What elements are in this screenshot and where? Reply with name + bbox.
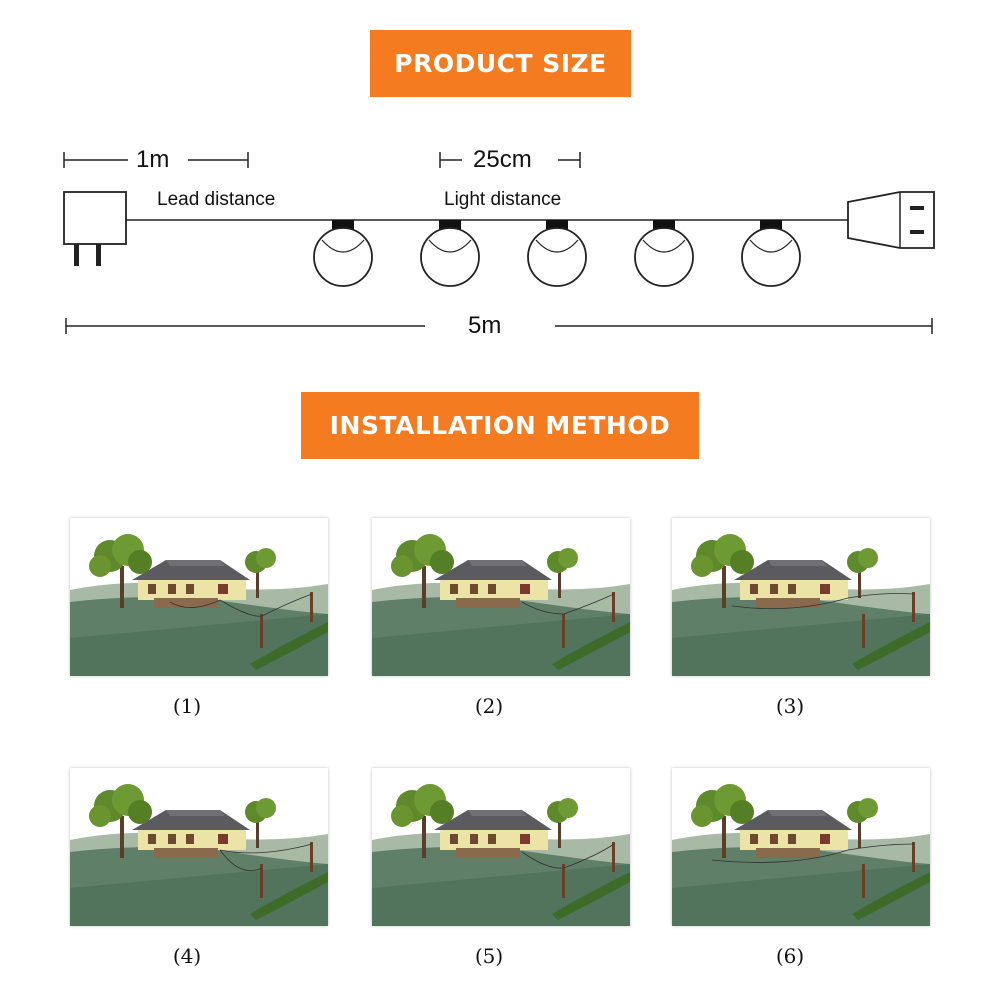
installation-image-4 bbox=[70, 768, 328, 926]
spacing-length-label: 25cm bbox=[473, 146, 532, 173]
bulb-icon bbox=[527, 220, 587, 287]
plug-adapter-icon bbox=[63, 191, 127, 266]
bulb-icon bbox=[741, 220, 801, 287]
end-connector-icon bbox=[847, 191, 935, 249]
lead-dimension-line bbox=[63, 152, 249, 168]
installation-method-banner: INSTALLATION METHOD bbox=[301, 392, 699, 459]
lead-distance-label: Lead distance bbox=[157, 189, 276, 210]
product-size-banner: PRODUCT SIZE bbox=[370, 30, 631, 97]
light-distance-label: Light distance bbox=[444, 189, 562, 210]
installation-caption-4: (4) bbox=[172, 944, 202, 968]
installation-image-6 bbox=[672, 768, 930, 926]
installation-method-title: INSTALLATION METHOD bbox=[329, 411, 671, 440]
bulb-icon bbox=[420, 220, 480, 287]
spacing-dimension-line bbox=[439, 152, 581, 168]
product-size-diagram bbox=[63, 152, 935, 334]
installation-image-5 bbox=[372, 768, 630, 926]
bulb-icon bbox=[313, 220, 373, 287]
installation-caption-3: (3) bbox=[775, 694, 805, 718]
installation-image-3 bbox=[672, 518, 930, 676]
installation-caption-2: (2) bbox=[474, 694, 504, 718]
product-size-title: PRODUCT SIZE bbox=[394, 49, 607, 78]
total-length-label: 5m bbox=[468, 312, 502, 339]
installation-caption-1: (1) bbox=[172, 694, 202, 718]
installation-caption-5: (5) bbox=[474, 944, 504, 968]
installation-caption-6: (6) bbox=[775, 944, 805, 968]
installation-image-1 bbox=[70, 518, 328, 676]
installation-image-2 bbox=[372, 518, 630, 676]
lead-length-label: 1m bbox=[136, 146, 170, 173]
total-dimension-line bbox=[65, 318, 933, 334]
bulb-icon bbox=[634, 220, 694, 287]
